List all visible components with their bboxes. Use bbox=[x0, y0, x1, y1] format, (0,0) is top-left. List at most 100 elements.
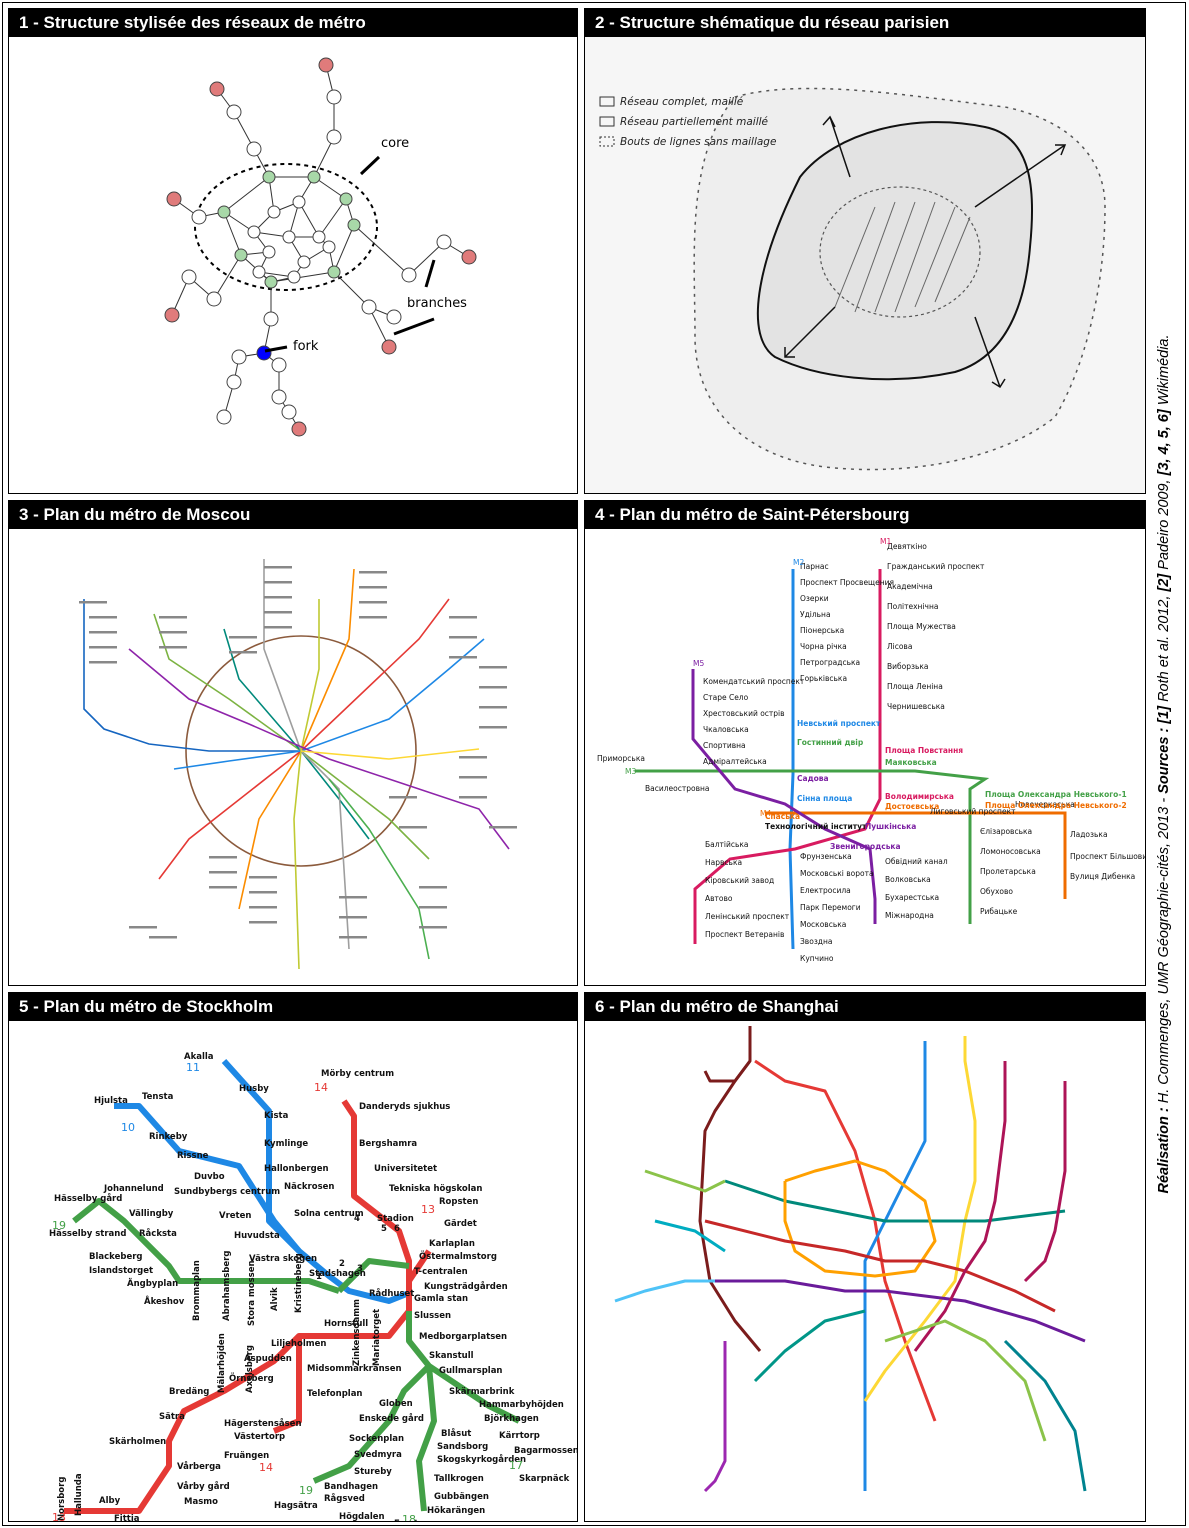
panel-3-title: 3 - Plan du métro de Moscou bbox=[9, 501, 577, 529]
station-label-mark bbox=[459, 756, 487, 759]
network-edge bbox=[213, 254, 242, 300]
core-boundary-node bbox=[327, 265, 341, 279]
station-green: Vällingby bbox=[129, 1209, 174, 1219]
station-label-mark bbox=[159, 631, 187, 634]
transfer-station: Маяковська bbox=[885, 758, 937, 767]
station-green: Tallkrogen bbox=[434, 1474, 484, 1484]
line-id-label: M5 bbox=[693, 659, 704, 668]
station-label-mark bbox=[249, 876, 277, 879]
line-id-label: M2 bbox=[793, 558, 804, 567]
station-blue: Kungsträdgården bbox=[424, 1281, 508, 1292]
station-green: Hökarängen bbox=[427, 1506, 485, 1516]
panel-1-stylized-network: 1 - Structure stylisée des réseaux de mé… bbox=[8, 8, 578, 494]
station-red: Universitetet bbox=[374, 1164, 437, 1174]
m3-station: Пролетарська bbox=[980, 867, 1036, 876]
m4-station: Проспект Більшовиків bbox=[1070, 852, 1145, 861]
station-red: Hornstull bbox=[324, 1319, 368, 1329]
m1-station: Площа Леніна bbox=[887, 682, 943, 691]
m1-station: Проспект Ветеранів bbox=[705, 930, 784, 939]
m2-station: Електросила bbox=[800, 886, 851, 895]
transfer-station: Сінна площа bbox=[797, 794, 852, 803]
station-green: Stureby bbox=[354, 1467, 392, 1477]
network-edge bbox=[408, 241, 445, 276]
station-label-mark bbox=[419, 886, 447, 889]
m1-station: Автово bbox=[705, 894, 733, 903]
station-blue: Rissne bbox=[177, 1151, 209, 1161]
station-green: Rågsved bbox=[324, 1493, 365, 1504]
station-red: Masmo bbox=[184, 1497, 218, 1507]
station-blue: Tensta bbox=[142, 1092, 174, 1102]
credit-sources-label: Sources : bbox=[1156, 727, 1172, 794]
station-red: Vårberga bbox=[177, 1461, 221, 1472]
station-label-mark bbox=[229, 636, 257, 639]
m5-station: Волковська bbox=[885, 875, 931, 884]
station-label-mark bbox=[209, 886, 237, 889]
network-node bbox=[252, 265, 266, 279]
station-label-mark bbox=[359, 571, 387, 574]
m5-station: Старе Село bbox=[703, 693, 749, 702]
station-blue: Husby bbox=[239, 1084, 269, 1094]
panel-5-title: 5 - Plan du métro de Stockholm bbox=[9, 993, 577, 1021]
panel-2-paris-sketch: 2 - Structure shématique du réseau paris… bbox=[584, 8, 1146, 494]
m3-station: Обухово bbox=[980, 887, 1013, 896]
station-label-mark bbox=[129, 926, 157, 929]
fork-node bbox=[256, 345, 272, 361]
station-red: Mälarhöjden bbox=[217, 1333, 227, 1393]
network-node bbox=[271, 389, 287, 405]
station-label-mark bbox=[459, 776, 487, 779]
station-green: Skärmarbrink bbox=[449, 1387, 515, 1397]
station-label-mark bbox=[479, 726, 507, 729]
credit-source-3-text: Wikimédia. bbox=[1156, 334, 1172, 410]
station-label-mark bbox=[419, 926, 447, 929]
station-green: Hässelby gård bbox=[54, 1193, 122, 1204]
station-label-mark bbox=[479, 706, 507, 709]
station-green: Ängbyplan bbox=[127, 1278, 178, 1289]
station-green: Kristineberg bbox=[294, 1253, 304, 1313]
branches-label: branches bbox=[407, 296, 467, 311]
station-green: Gullmarsplan bbox=[439, 1366, 502, 1376]
station-label-mark bbox=[149, 936, 177, 939]
network-node bbox=[326, 129, 342, 145]
station-label-mark bbox=[209, 871, 237, 874]
station-label-mark bbox=[264, 626, 292, 629]
station-label-mark bbox=[89, 661, 117, 664]
tunnel-number: 6 bbox=[394, 1224, 400, 1234]
station-label-mark bbox=[89, 646, 117, 649]
network-node bbox=[292, 195, 306, 209]
station-green: Högdalen bbox=[339, 1512, 385, 1521]
station-label-mark bbox=[459, 796, 487, 799]
station-label-mark bbox=[264, 611, 292, 614]
panel-1-title: 1 - Structure stylisée des réseaux de mé… bbox=[9, 9, 577, 37]
line-id-label: M4 bbox=[760, 809, 771, 818]
station-red: Stadion bbox=[377, 1214, 414, 1224]
network-node bbox=[401, 267, 417, 283]
m1-station: Гражданський проспект bbox=[887, 562, 985, 571]
station-red: Mariatorget bbox=[372, 1309, 382, 1366]
station-blue: Solna centrum bbox=[294, 1209, 364, 1219]
station-label-mark bbox=[399, 826, 427, 829]
station-green: Brommaplan bbox=[192, 1260, 202, 1321]
m2-station: Московські ворота bbox=[800, 869, 874, 878]
station-label-mark bbox=[449, 656, 477, 659]
line-number-17: 17 bbox=[509, 1459, 523, 1472]
m2-station: Удільна bbox=[800, 610, 831, 619]
m1-station: Лісова bbox=[887, 642, 912, 651]
line-number-14-bottom: 14 bbox=[259, 1461, 273, 1474]
fork-label: fork bbox=[293, 339, 319, 354]
network-node bbox=[287, 270, 301, 284]
station-red: Hägerstensåsen bbox=[224, 1418, 302, 1429]
station-green: Åkeshov bbox=[144, 1296, 185, 1307]
station-red: Fruängen bbox=[224, 1451, 269, 1461]
station-blue: Västra skogen bbox=[249, 1254, 317, 1264]
credit-source-2-text: Padeiro 2009, bbox=[1156, 475, 1172, 574]
transfer-station: Площа Олександра Невського-2 bbox=[985, 801, 1127, 810]
station-blue: Hallonbergen bbox=[264, 1164, 329, 1174]
station-green: Enskede gård bbox=[359, 1413, 424, 1424]
network-node bbox=[181, 269, 197, 285]
station-label-mark bbox=[89, 631, 117, 634]
tunnel-number: 2 bbox=[339, 1259, 345, 1269]
station-label-mark bbox=[419, 906, 447, 909]
network-node bbox=[271, 357, 287, 373]
station-label-mark bbox=[389, 796, 417, 799]
